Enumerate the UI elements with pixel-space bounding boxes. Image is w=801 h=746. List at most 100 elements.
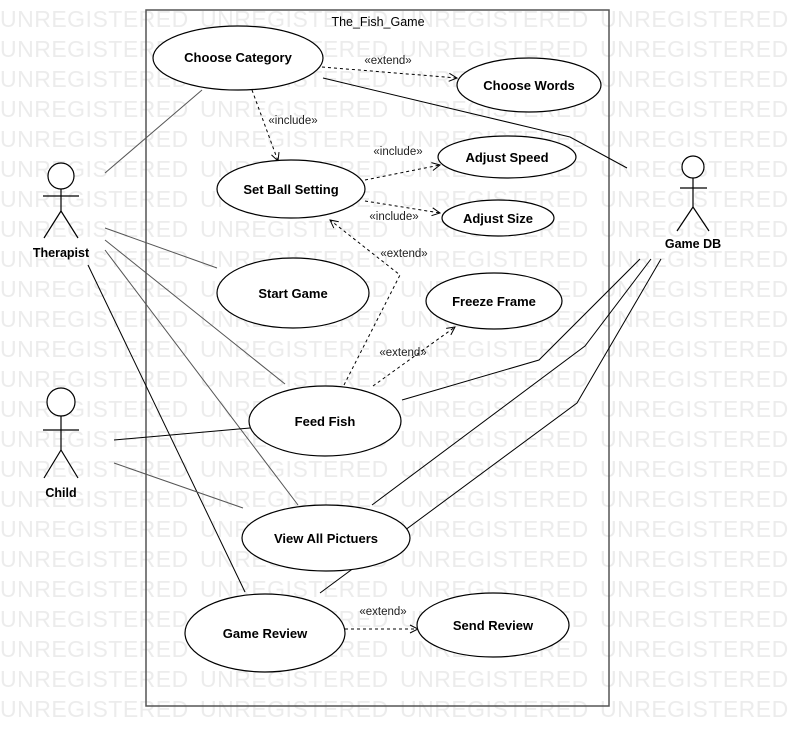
watermark-text: UNREGISTERED xyxy=(600,96,789,122)
watermark-text: UNREGISTERED xyxy=(0,186,189,212)
assoc-child-feed-fish xyxy=(113,427,251,441)
use-case-label: Choose Words xyxy=(483,78,575,93)
use-case-label: Adjust Size xyxy=(463,211,533,226)
watermark-text: UNREGISTERED xyxy=(600,216,789,242)
use-case-adjust-speed[interactable]: Adjust Speed xyxy=(437,135,577,179)
watermark-text: UNREGISTERED xyxy=(600,306,789,332)
watermark-text: UNREGISTERED xyxy=(0,486,189,512)
use-case-freeze-frame[interactable]: Freeze Frame xyxy=(425,272,563,330)
use-case-shape xyxy=(441,199,555,237)
watermark-text: UNREGISTERED xyxy=(0,456,189,482)
assoc-feed-fish-gamedb xyxy=(401,258,641,401)
use-case-label: View All Pictuers xyxy=(274,531,378,546)
use-case-start-game[interactable]: Start Game xyxy=(216,257,370,329)
system-boundary xyxy=(145,9,610,707)
watermark-text: UNREGISTERED xyxy=(400,516,589,542)
assoc-therapist-choose-category xyxy=(104,89,203,174)
label-extend-feed-set-ball: «extend» xyxy=(380,248,427,260)
watermark-text: UNREGISTERED xyxy=(0,216,189,242)
extend-arrow-feed-to-set-ball xyxy=(330,220,401,386)
actor-label: Game DB xyxy=(665,237,721,251)
use-case-view-all-pictuers[interactable]: View All Pictuers xyxy=(241,504,411,572)
assoc-therapist-view-pictuers xyxy=(104,249,299,506)
use-case-shape xyxy=(184,593,346,673)
watermark-text: UNREGISTERED xyxy=(600,666,789,692)
assoc-child-view-pictuers xyxy=(113,462,244,509)
actor-game-db[interactable]: Game DB xyxy=(665,155,721,251)
watermark-text: UNREGISTERED xyxy=(0,426,189,452)
use-case-feed-fish[interactable]: Feed Fish xyxy=(248,385,402,457)
use-case-shape xyxy=(248,385,402,457)
watermark-text: UNREGISTERED xyxy=(600,426,789,452)
use-case-label: Game Review xyxy=(223,626,308,641)
watermark-text: UNREGISTERED xyxy=(600,6,789,32)
watermark-text: UNREGISTERED xyxy=(400,36,589,62)
watermark-text: UNREGISTERED xyxy=(0,336,189,362)
watermark-text: UNREGISTERED xyxy=(0,666,189,692)
use-case-adjust-size[interactable]: Adjust Size xyxy=(441,199,555,237)
use-case-choose-category[interactable]: Choose Category xyxy=(152,25,324,91)
actor-therapist[interactable]: Therapist xyxy=(33,162,90,260)
watermark-text: UNREGISTERED xyxy=(600,366,789,392)
watermark-text: UNREGISTERED xyxy=(400,426,589,452)
watermark-text: UNREGISTERED xyxy=(400,396,589,422)
watermark-text: UNREGISTERED xyxy=(0,276,189,302)
watermark-text: UNREGISTERED xyxy=(0,156,189,182)
use-case-choose-words[interactable]: Choose Words xyxy=(456,57,602,113)
use-case-label: Freeze Frame xyxy=(452,294,536,309)
use-case-shape xyxy=(437,135,577,179)
assoc-view-pictuers-gamedb xyxy=(371,258,652,506)
actor-child[interactable]: Child xyxy=(43,387,79,500)
watermark-text: UNREGISTERED xyxy=(0,66,189,92)
use-case-label: Set Ball Setting xyxy=(243,182,338,197)
watermark-text: UNREGISTERED xyxy=(600,336,789,362)
use-case-send-review[interactable]: Send Review xyxy=(416,592,570,658)
watermark-text: UNREGISTERED xyxy=(200,96,389,122)
use-case-label: Choose Category xyxy=(184,50,292,65)
assoc-therapist-game-review xyxy=(87,264,246,593)
use-case-label: Send Review xyxy=(453,618,534,633)
actor-label: Therapist xyxy=(33,246,90,260)
use-case-set-ball-setting[interactable]: Set Ball Setting xyxy=(216,159,366,219)
watermark-text: UNREGISTERED xyxy=(0,306,189,332)
watermark-text: UNREGISTERED xyxy=(600,696,789,722)
watermark-text: UNREGISTERED xyxy=(400,546,589,572)
use-case-shape xyxy=(456,57,602,113)
assoc-choose-category-gamedb xyxy=(322,77,628,169)
watermark-text: UNREGISTERED xyxy=(400,456,589,482)
label-include-adjust-speed: «include» xyxy=(373,146,422,158)
watermark-text: UNREGISTERED xyxy=(0,366,189,392)
watermark-text: UNREGISTERED xyxy=(400,366,589,392)
watermark-text: UNREGISTERED xyxy=(0,696,189,722)
watermark-text: UNREGISTERED xyxy=(200,126,389,152)
include-arrow-set-ball xyxy=(251,89,278,161)
watermark-text: UNREGISTERED xyxy=(600,516,789,542)
use-case-shape xyxy=(241,504,411,572)
label-include-adjust-size: «include» xyxy=(369,211,418,223)
watermark-text: UNREGISTERED xyxy=(200,666,389,692)
extend-arrow-choose-words xyxy=(321,66,457,78)
watermark-text: UNREGISTERED xyxy=(0,246,189,272)
watermark-text: UNREGISTERED xyxy=(600,576,789,602)
assoc-therapist-start-game xyxy=(104,227,218,269)
include-arrow-adjust-size xyxy=(364,200,440,213)
use-case-label: Start Game xyxy=(258,286,327,301)
watermark-text: UNREGISTERED xyxy=(400,246,589,272)
use-case-shape xyxy=(416,592,570,658)
watermark-text: UNREGISTERED xyxy=(600,486,789,512)
stick-figure-icon xyxy=(676,155,710,232)
watermark-text: UNREGISTERED xyxy=(0,516,189,542)
watermark-text: UNREGISTERED xyxy=(600,276,789,302)
use-case-label: Feed Fish xyxy=(295,414,356,429)
watermark-text: UNREGISTERED xyxy=(0,396,189,422)
watermark-text: UNREGISTERED xyxy=(400,696,589,722)
watermark-text: UNREGISTERED xyxy=(600,36,789,62)
use-case-game-review[interactable]: Game Review xyxy=(184,593,346,673)
assoc-therapist-feed-fish xyxy=(104,239,286,385)
stick-figure-icon xyxy=(43,162,79,239)
watermark-text: UNREGISTERED xyxy=(400,336,589,362)
extend-arrow-freeze-frame xyxy=(372,327,455,387)
watermark-text: UNREGISTERED xyxy=(600,126,789,152)
